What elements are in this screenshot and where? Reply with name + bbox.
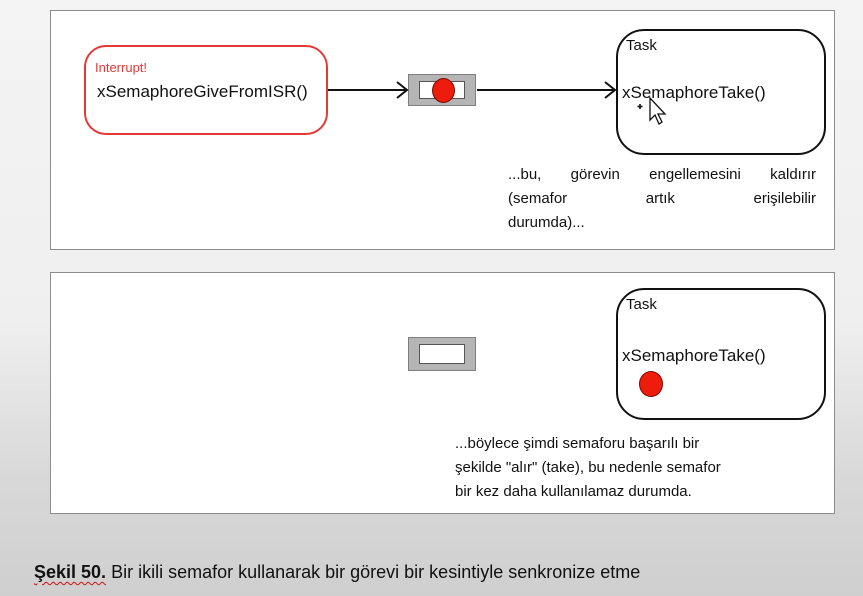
task-function-label: xSemaphoreTake() [622,346,766,365]
task-label: Task [626,37,657,54]
task-label: Task [626,296,657,313]
semaphore-bottom [408,337,476,371]
mouse-pointer-icon [637,96,667,125]
task-box-bottom: Task xSemaphoreTake() [616,288,826,420]
semaphore-slot [419,344,465,364]
top-note: ...bu, görevin engellemesini kaldırır (s… [508,163,816,235]
caption-text: Bir ikili semafor kullanarak bir görevi … [111,562,641,582]
caption-label: Şekil 50. [34,562,107,582]
bottom-note-line-3: bir kez daha kullanılamaz durumda. [455,483,692,500]
figure-caption: Şekil 50. Bir ikili semafor kullanarak b… [34,562,640,583]
interrupt-label: Interrupt! [95,60,148,75]
task-box-top: Task xSemaphoreTake() [616,29,826,155]
task-function-label: xSemaphoreTake() [622,83,766,102]
bottom-note-line-2: şekilde "alır" (take), bu nedenle semafo… [455,459,721,476]
top-note-line-1: ...bu, görevin engellemesini kaldırır [508,166,816,183]
top-note-line-2: (semafor artık erişilebilir [508,190,816,207]
isr-function-label: xSemaphoreGiveFromISR() [97,82,308,101]
bottom-note-line-1: ...böylece şimdi semaforu başarılı bir [455,435,700,452]
top-note-line-3: durumda)... [508,214,585,231]
arrowhead-semaphore-to-task [604,81,617,99]
bottom-note: ...böylece şimdi semaforu başarılı bir ş… [455,432,815,504]
interrupt-box: Interrupt! xSemaphoreGiveFromISR() [84,45,328,135]
arrowhead-isr-to-semaphore [396,81,409,99]
semaphore-token-top [432,78,455,103]
semaphore-token-bottom [639,371,663,397]
